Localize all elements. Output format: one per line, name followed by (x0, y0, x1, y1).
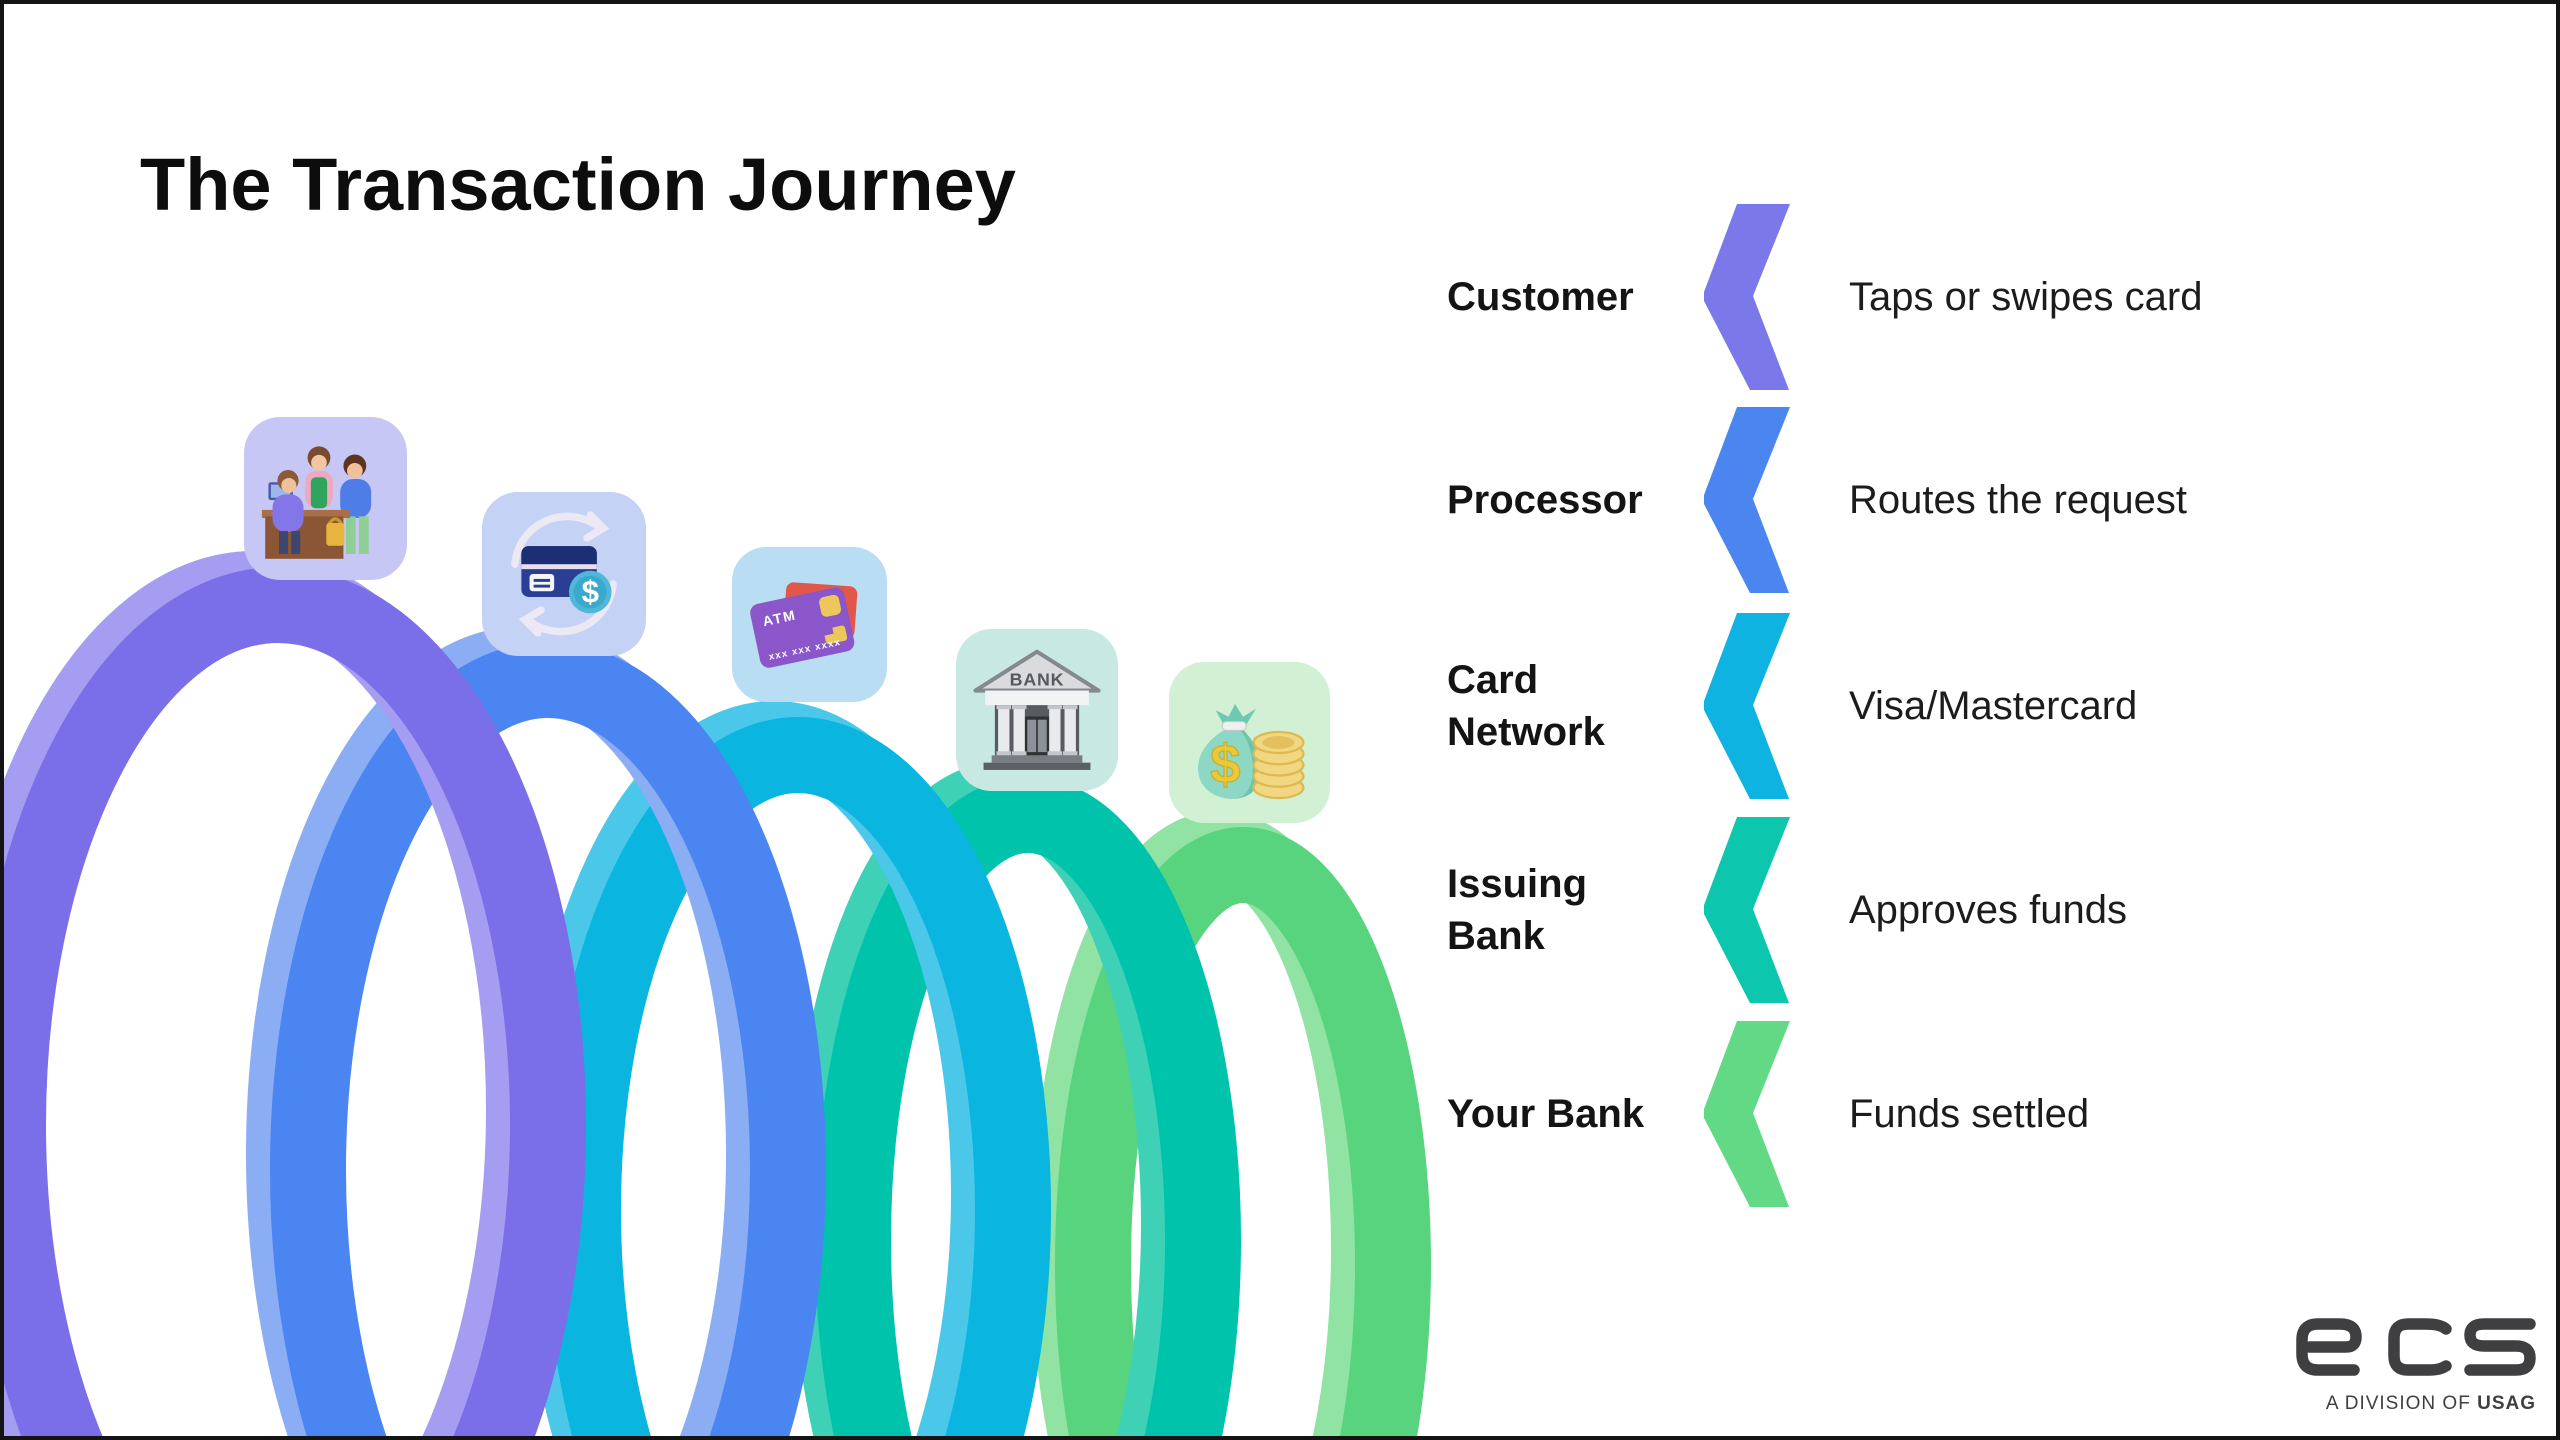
bank-building-art: BANK (973, 649, 1101, 770)
chevron-customer-icon (1704, 204, 1790, 390)
ring-issuing-bank-dark (815, 777, 1241, 1436)
step-label-issuing-bank: Issuing Bank (1447, 862, 1588, 958)
ecs-logo-block: A DIVISION OF USAG (2244, 1316, 2538, 1415)
ring-card-network-dark (545, 717, 1051, 1436)
step-description-processor: Routes the request (1849, 477, 2187, 522)
card-payment-cycle-icon: $ (482, 492, 646, 656)
logo-tagline-prefix: A DIVISION OF (2325, 1393, 2471, 1414)
ring-issuing-bank (791, 761, 1241, 1436)
logo-tagline: A DIVISION OF USAG (2244, 1393, 2536, 1415)
step-description-customer: Taps or swipes card (1849, 274, 2203, 319)
step-row-issuing-bank: Issuing Bank Approves funds (1447, 817, 2447, 1003)
bank-building-icon: BANK (956, 629, 1118, 791)
coin-stack (1252, 730, 1305, 800)
step-label-customer: Customer (1447, 275, 1634, 319)
step-label-card-network: Card Network (1447, 658, 1605, 754)
ecs-letter-c (2388, 1318, 2452, 1376)
chevron-processor-icon (1704, 407, 1790, 593)
chevron-card-network-icon (1704, 613, 1790, 799)
bank-label: BANK (1010, 670, 1065, 690)
step-description-card-network: Visa/Mastercard (1849, 683, 2138, 728)
ring-your-bank-dark (1055, 827, 1431, 1436)
money-bag-art: $ (1197, 703, 1305, 800)
dollar-symbol: $ (582, 575, 599, 610)
page-title: The Transaction Journey (140, 143, 1016, 226)
ring-processor (246, 626, 826, 1436)
checkout-counter-icon (244, 417, 407, 580)
atm-card-label: ATM (761, 607, 797, 630)
logo-tagline-brand: USAG (2477, 1393, 2536, 1414)
step-row-your-bank: Your Bank Funds settled (1447, 1021, 2447, 1207)
money-bag-coins-icon: $ (1169, 662, 1330, 823)
step-label-your-bank: Your Bank (1447, 1092, 1645, 1136)
ecs-letter-e (2296, 1318, 2362, 1376)
ring-customer (4, 551, 586, 1436)
atm-card-art: ATM xxx xxx xxxx (750, 582, 858, 668)
ecs-logo (2296, 1318, 2536, 1376)
atm-card-icon: ATM xxx xxx xxxx (732, 547, 887, 702)
step-description-issuing-bank: Approves funds (1849, 887, 2127, 932)
ring-customer-dark (4, 567, 586, 1436)
chevron-your-bank-icon (1704, 1021, 1790, 1207)
transaction-coil (4, 551, 1431, 1436)
ecs-letter-s (2464, 1318, 2536, 1376)
ring-processor-dark (270, 642, 826, 1436)
chevron-issuing-bank-icon (1704, 817, 1790, 1003)
card-payment-art: $ (521, 546, 612, 614)
dollar-symbol: $ (1210, 733, 1240, 795)
step-row-card-network: Card Network Visa/Mastercard (1447, 613, 2447, 799)
step-label-processor: Processor (1447, 478, 1643, 522)
checkout-counter-art (261, 446, 372, 559)
step-row-customer: Customer Taps or swipes card (1447, 204, 2447, 390)
ring-your-bank (1031, 811, 1431, 1436)
step-description-your-bank: Funds settled (1849, 1091, 2090, 1136)
step-row-processor: Processor Routes the request (1447, 407, 2447, 593)
